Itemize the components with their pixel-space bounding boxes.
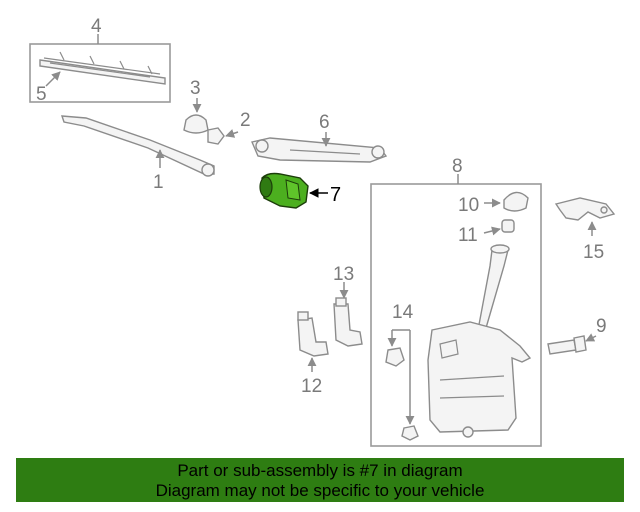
pivot-cap-part [183, 114, 209, 134]
filter-part [501, 219, 515, 233]
callout-3: 3 [190, 78, 201, 99]
info-banner: Part or sub-assembly is #7 in diagram Di… [16, 458, 624, 502]
callout-7: 7 [330, 184, 341, 206]
reservoir-tank [427, 244, 532, 438]
wiper-blade-part [29, 43, 171, 103]
callout-1: 1 [153, 172, 164, 193]
banner-line-2: Diagram may not be specific to your vehi… [155, 481, 485, 500]
callout-13: 13 [333, 264, 354, 285]
callout-15: 15 [583, 242, 604, 263]
callout-6: 6 [319, 112, 330, 133]
callout-9: 9 [596, 316, 607, 337]
callout-8: 8 [452, 156, 463, 177]
nut-part [207, 127, 225, 145]
callout-10: 10 [458, 195, 479, 216]
reservoir-assembly-box [370, 183, 542, 447]
washer-pump-part [333, 297, 363, 347]
wiper-linkage-part [251, 137, 388, 163]
callout-4: 4 [91, 16, 102, 37]
callout-5: 5 [36, 84, 47, 105]
wiper-arm-part [61, 115, 215, 177]
callout-12: 12 [301, 376, 322, 397]
callout-11: 11 [458, 225, 478, 246]
washer-pump-rear-part [297, 311, 329, 357]
callout-14: 14 [392, 302, 414, 323]
grommet-part [385, 347, 419, 441]
wiper-motor-part [259, 172, 309, 209]
reservoir-cap-part [503, 191, 529, 212]
bracket-part [554, 197, 616, 221]
parts-diagram: 4 5 3 2 1 6 7 8 10 [29, 16, 616, 447]
banner-line-1: Part or sub-assembly is #7 in diagram [177, 461, 463, 480]
callout-2: 2 [240, 110, 251, 131]
bolt-part [547, 335, 587, 355]
